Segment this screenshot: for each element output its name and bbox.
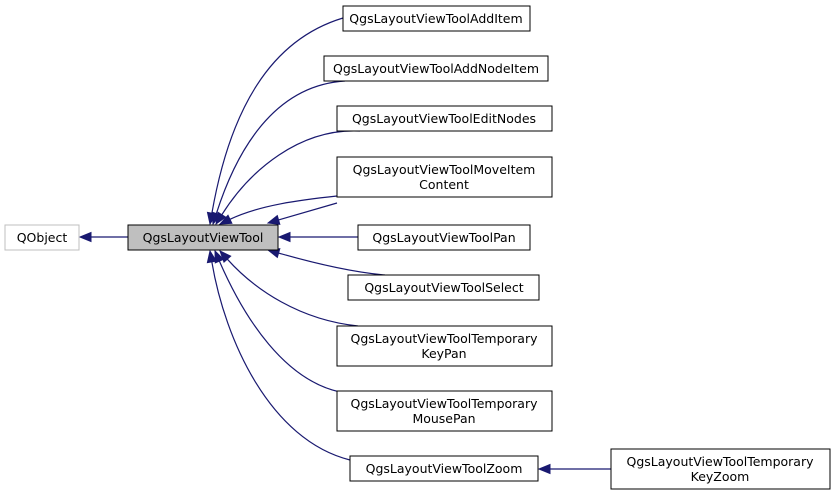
node-qobject[interactable]: QObject	[4, 224, 80, 251]
node-qgslayoutviewtooladdnodeitem-label: QgsLayoutViewToolAddNodeItem	[333, 61, 539, 76]
node-qgslayoutviewtooleditnodes[interactable]: QgsLayoutViewToolEditNodes	[336, 105, 553, 132]
node-qgslayoutviewtooltemporarykeyzoom[interactable]: QgsLayoutViewToolTemporary KeyZoom	[610, 448, 831, 490]
edge-moveitem-direct	[278, 202, 338, 221]
edge-select	[278, 252, 386, 276]
edges-layer	[78, 17, 611, 475]
edge-additem	[211, 17, 344, 214]
edge-qobject-arrowhead	[78, 231, 92, 243]
node-qgslayoutviewtoolpan[interactable]: QgsLayoutViewToolPan	[357, 224, 531, 251]
edge-moveitemcontent	[229, 195, 338, 220]
edge-temporarykeypan	[226, 258, 359, 327]
node-qgslayoutviewtool[interactable]: QgsLayoutViewTool	[127, 224, 279, 251]
node-qgslayoutviewtooltemporarykeypan[interactable]: QgsLayoutViewToolTemporary KeyPan	[336, 325, 553, 367]
node-qobject-label: QObject	[17, 230, 68, 245]
edge-pan-arrowhead	[277, 231, 291, 243]
node-qgslayoutviewtool-label: QgsLayoutViewTool	[143, 230, 264, 245]
node-qgslayoutviewtoolmoveitemcontent-label-line1: QgsLayoutViewToolMoveItem	[353, 162, 536, 177]
node-qgslayoutviewtooltemporarymousepan[interactable]: QgsLayoutViewToolTemporary MousePan	[336, 390, 553, 432]
edge-editnodes	[221, 130, 361, 216]
node-qgslayoutviewtooltemporarykeypan-label-line1: QgsLayoutViewToolTemporary	[350, 331, 538, 346]
nodes-layer: QObject QgsLayoutViewTool QgsLayoutViewT…	[4, 5, 831, 490]
node-qgslayoutviewtoolzoom[interactable]: QgsLayoutViewToolZoom	[349, 455, 539, 482]
node-qgslayoutviewtoolmoveitemcontent[interactable]: QgsLayoutViewToolMoveItem Content	[336, 156, 553, 198]
edge-temporarymousepan	[218, 260, 341, 393]
edge-temporarykeypan-arrowhead	[219, 250, 232, 264]
node-qgslayoutviewtooltemporarykeypan-label-line2: KeyPan	[421, 346, 466, 361]
edge-moveitem-direct-arrowhead	[266, 214, 281, 225]
node-qgslayoutviewtoolpan-label: QgsLayoutViewToolPan	[372, 230, 515, 245]
node-qgslayoutviewtoolselect[interactable]: QgsLayoutViewToolSelect	[347, 274, 540, 301]
node-qgslayoutviewtoolzoom-label: QgsLayoutViewToolZoom	[366, 461, 523, 476]
node-qgslayoutviewtooltemporarykeyzoom-label-line2: KeyZoom	[691, 469, 750, 484]
node-qgslayoutviewtooltemporarykeyzoom-label-line1: QgsLayoutViewToolTemporary	[626, 454, 814, 469]
node-qgslayoutviewtooleditnodes-label: QgsLayoutViewToolEditNodes	[352, 111, 536, 126]
node-qgslayoutviewtooltemporarymousepan-label-line2: MousePan	[412, 411, 475, 426]
node-qgslayoutviewtooladditem-label: QgsLayoutViewToolAddItem	[349, 11, 522, 26]
edge-addnodeitem	[215, 80, 346, 214]
node-qgslayoutviewtooladdnodeitem[interactable]: QgsLayoutViewToolAddNodeItem	[323, 55, 549, 82]
edge-keyzoom-arrowhead	[537, 463, 551, 475]
edge-zoom	[211, 261, 351, 461]
node-qgslayoutviewtoolselect-label: QgsLayoutViewToolSelect	[364, 280, 523, 295]
node-qgslayoutviewtooladditem[interactable]: QgsLayoutViewToolAddItem	[342, 5, 531, 32]
node-qgslayoutviewtooltemporarymousepan-label-line1: QgsLayoutViewToolTemporary	[350, 396, 538, 411]
node-qgslayoutviewtoolmoveitemcontent-label-line2: Content	[419, 177, 469, 192]
